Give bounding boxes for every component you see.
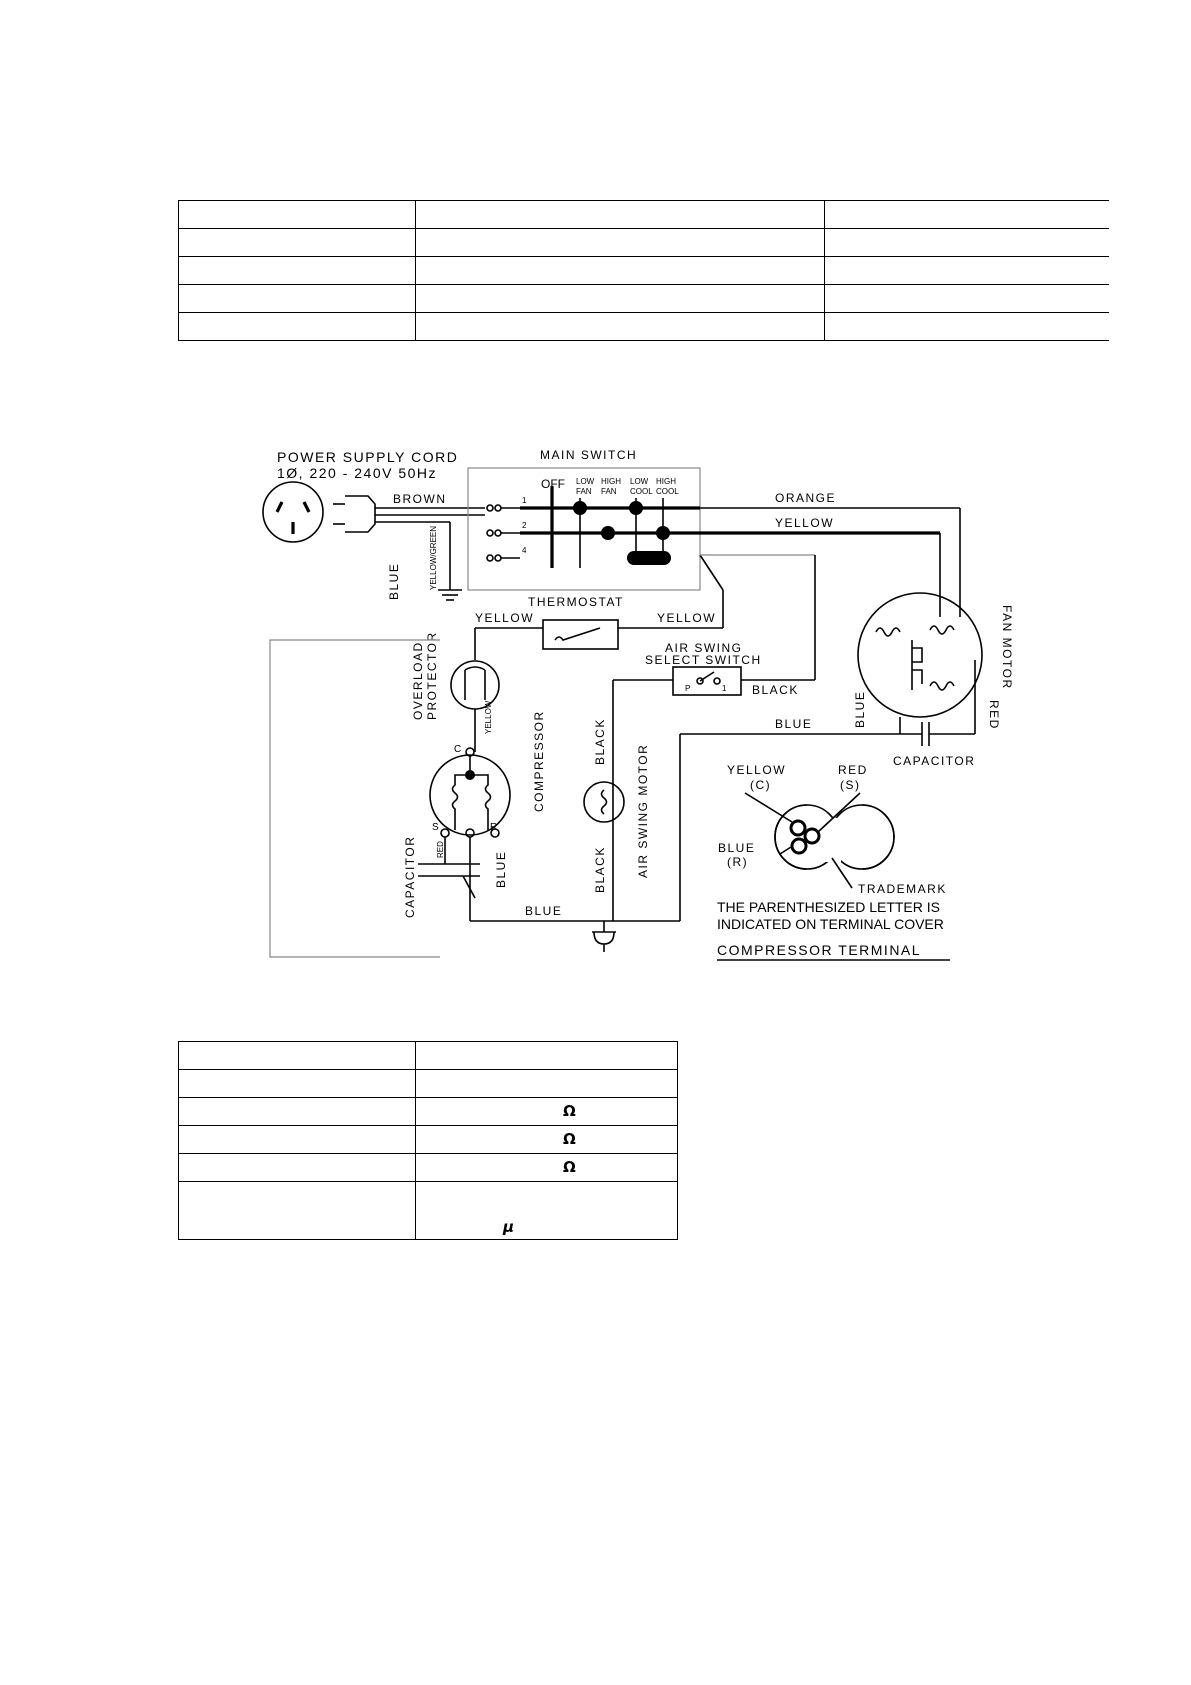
wire-label-yellow-left: YELLOW xyxy=(475,611,534,625)
overload-label-2: PROTECTOR xyxy=(425,631,439,720)
table-row xyxy=(178,1069,678,1098)
table-row: Ω xyxy=(178,1097,678,1126)
term-yellow-label: YELLOW xyxy=(727,763,786,777)
wire-label-blue-fan: BLUE xyxy=(853,691,867,728)
thermostat-icon xyxy=(542,619,619,650)
term-s-label: (S) xyxy=(840,778,861,792)
term-blue-label: BLUE xyxy=(718,841,755,855)
switch-contact-dot xyxy=(601,526,615,540)
switch-contact-dot xyxy=(629,501,643,515)
svg-text:P: P xyxy=(685,684,690,693)
air-swing-motor-icon xyxy=(583,781,625,823)
switch-contact-bar xyxy=(627,551,671,565)
wire-label-black-top: BLACK xyxy=(593,718,607,765)
svg-text:COOL: COOL xyxy=(630,487,653,496)
left-bracket-line xyxy=(269,639,440,958)
wire-label-blue-cord: BLUE xyxy=(387,563,401,600)
compressor-terminal-icon xyxy=(774,804,895,870)
ohm-symbol: Ω xyxy=(563,1130,576,1148)
terminal-note-line1: THE PARENTHESIZED LETTER IS xyxy=(717,899,940,915)
switch-contact-dot xyxy=(656,526,670,540)
wire-label-brown: BROWN xyxy=(393,492,447,506)
svg-text:2: 2 xyxy=(522,521,527,530)
fan-motor-icon xyxy=(857,592,983,718)
spec-table-bottom: Ω Ω Ω μ xyxy=(178,1041,678,1240)
power-cord-title: POWER SUPPLY CORD xyxy=(277,449,458,465)
power-plug-icon xyxy=(262,481,376,543)
term-r-label: (R) xyxy=(727,855,748,869)
spec-table-top xyxy=(178,200,1109,341)
table-row: Ω xyxy=(178,1153,678,1182)
fan-motor-label: FAN MOTOR xyxy=(1000,605,1014,690)
thermostat-label: THERMOSTAT xyxy=(528,595,624,609)
main-switch-label: MAIN SWITCH xyxy=(540,448,637,462)
wire-label-yellow-right: YELLOW xyxy=(657,611,716,625)
compressor-icon xyxy=(429,754,511,836)
main-switch-box xyxy=(467,467,701,591)
air-swing-motor-label: AIR SWING MOTOR xyxy=(636,744,650,878)
svg-text:LOW: LOW xyxy=(630,477,649,486)
svg-text:1: 1 xyxy=(522,496,527,505)
select-switch-label: SELECT SWITCH xyxy=(645,653,762,667)
svg-text:4: 4 xyxy=(522,546,527,555)
wire-label-black-switch: BLACK xyxy=(752,683,799,697)
wire-label-red-left: RED xyxy=(436,841,445,858)
svg-text:HIGH: HIGH xyxy=(601,477,621,486)
table-row xyxy=(178,1041,678,1070)
compressor-label: COMPRESSOR xyxy=(532,710,546,812)
svg-text:1: 1 xyxy=(722,684,727,693)
table-row: μ xyxy=(178,1181,678,1240)
wire-label-red-fan: RED xyxy=(987,700,1001,730)
svg-text:HIGH: HIGH xyxy=(656,477,676,486)
wire-label-yellow-main: YELLOW xyxy=(775,516,834,530)
wiring-diagram: POWER SUPPLY CORD 1Ø, 220 - 240V 50Hz BR… xyxy=(262,448,1014,961)
fan-capacitor-icon xyxy=(921,722,930,746)
wire-label-black-bottom: BLACK xyxy=(593,846,607,893)
switch-off-label: OFF xyxy=(541,477,565,491)
table-row: Ω xyxy=(178,1125,678,1154)
svg-text:LOW: LOW xyxy=(576,477,595,486)
svg-text:C: C xyxy=(454,744,461,755)
wire-label-yellow-green: YELLOW/GREEN xyxy=(429,526,438,590)
svg-text:FAN: FAN xyxy=(576,487,592,496)
capacitor-left-label: CAPACITOR xyxy=(403,836,417,918)
wire-label-blue-cap: BLUE xyxy=(494,851,508,888)
overload-label-1: OVERLOAD xyxy=(411,641,425,720)
wire-label-blue-bottom: BLUE xyxy=(525,904,562,918)
compressor-terminal-title: COMPRESSOR TERMINAL xyxy=(717,942,921,958)
svg-text:S: S xyxy=(432,822,439,833)
term-red-label: RED xyxy=(838,763,868,777)
micro-symbol: μ xyxy=(503,1218,515,1236)
wire-label-yellow-vertical: YELLOW xyxy=(484,700,493,734)
terminal-note-line2: INDICATED ON TERMINAL COVER xyxy=(717,916,944,932)
svg-text:FAN: FAN xyxy=(601,487,617,496)
select-switch-icon xyxy=(672,666,742,696)
wire-label-orange: ORANGE xyxy=(775,491,836,505)
ohm-symbol: Ω xyxy=(563,1158,576,1176)
power-cord-rating: 1Ø, 220 - 240V 50Hz xyxy=(277,465,437,481)
svg-text:COOL: COOL xyxy=(656,487,679,496)
svg-text:R: R xyxy=(490,822,497,833)
connector-icon xyxy=(592,921,616,952)
capacitor-right-label: CAPACITOR xyxy=(893,754,975,768)
table-row xyxy=(178,312,1109,341)
term-c-label: (C) xyxy=(750,778,771,792)
trademark-label: TRADEMARK xyxy=(858,882,947,896)
switch-contacts xyxy=(486,504,520,562)
wire-label-blue-mid: BLUE xyxy=(775,717,812,731)
switch-contact-dot xyxy=(573,501,587,515)
ohm-symbol: Ω xyxy=(563,1102,576,1120)
ground-icon xyxy=(438,589,462,601)
air-swing-label: AIR SWING xyxy=(665,641,743,655)
